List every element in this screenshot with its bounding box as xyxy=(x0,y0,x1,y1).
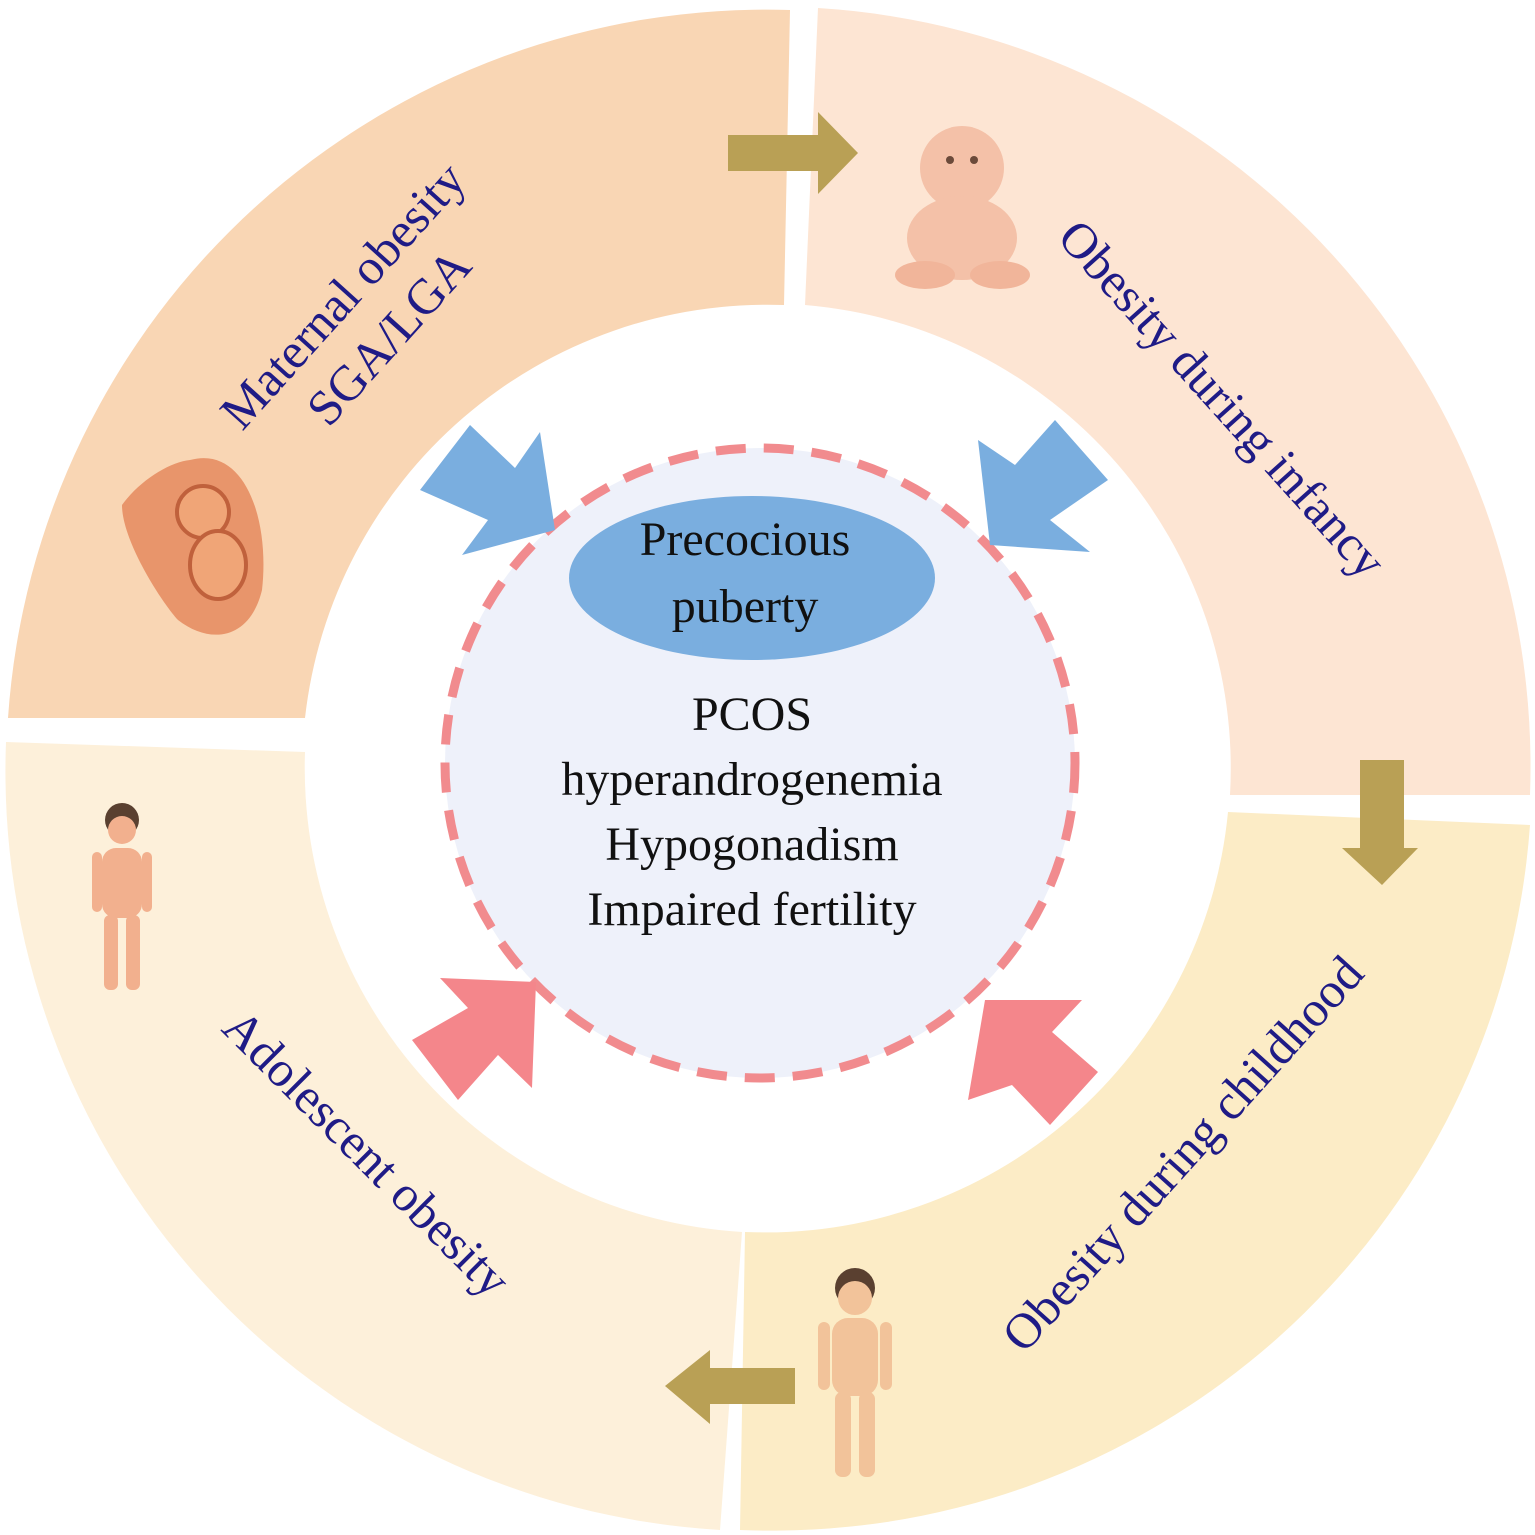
converging-arrows xyxy=(412,420,1108,1125)
precocious-puberty-ellipse xyxy=(569,496,935,660)
pink-arrow-bottom-left xyxy=(412,978,536,1100)
blue-arrow-top-right xyxy=(978,420,1108,552)
pink-arrow-bottom-right xyxy=(968,1000,1098,1125)
outcome-hyperandrogenemia: hyperandrogenemia xyxy=(561,753,942,806)
arrow-infancy-to-childhood xyxy=(1342,760,1418,885)
blue-arrow-top-left xyxy=(420,425,555,555)
headline-line-1: Precocious xyxy=(640,513,851,566)
headline-line-2: puberty xyxy=(672,580,819,633)
fetus-in-womb-icon xyxy=(122,458,264,635)
adolescent-figure-icon xyxy=(92,803,152,990)
outcome-impaired-fertility: Impaired fertility xyxy=(587,883,916,936)
segment-childhood xyxy=(740,812,1530,1531)
outcome-pcos: PCOS xyxy=(692,688,812,741)
progression-arrows xyxy=(665,112,1418,1424)
outcome-hypogonadism: Hypogonadism xyxy=(605,818,898,871)
arrow-childhood-to-adolescent xyxy=(665,1350,795,1424)
child-figure-icon xyxy=(818,1268,892,1477)
infant-icon xyxy=(895,126,1030,289)
arrow-maternal-to-infancy xyxy=(728,112,858,194)
segment-adolescent xyxy=(5,742,743,1530)
